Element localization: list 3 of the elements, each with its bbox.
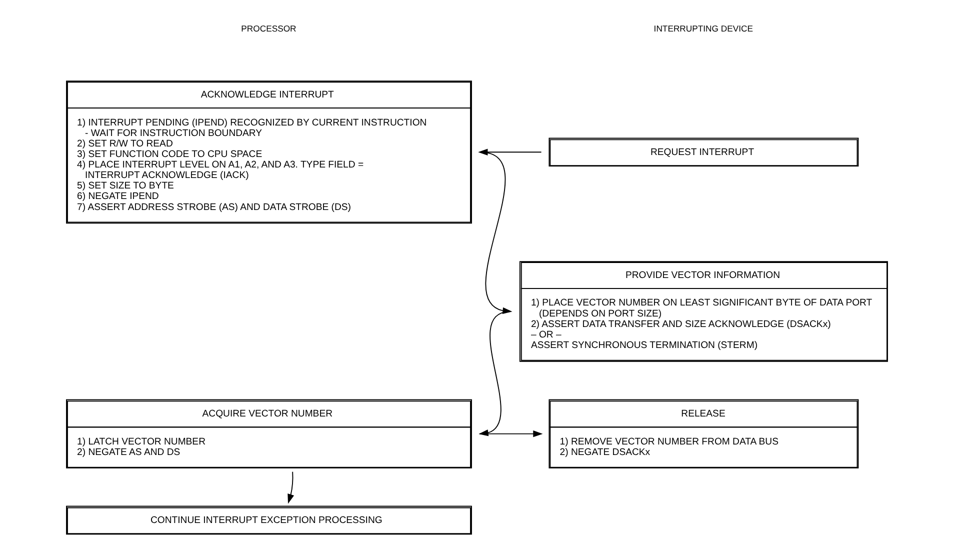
- arrow: [288, 471, 294, 504]
- label: PROCESSOR: [241, 23, 296, 34]
- label: INTERRUPTING DEVICE: [654, 23, 754, 34]
